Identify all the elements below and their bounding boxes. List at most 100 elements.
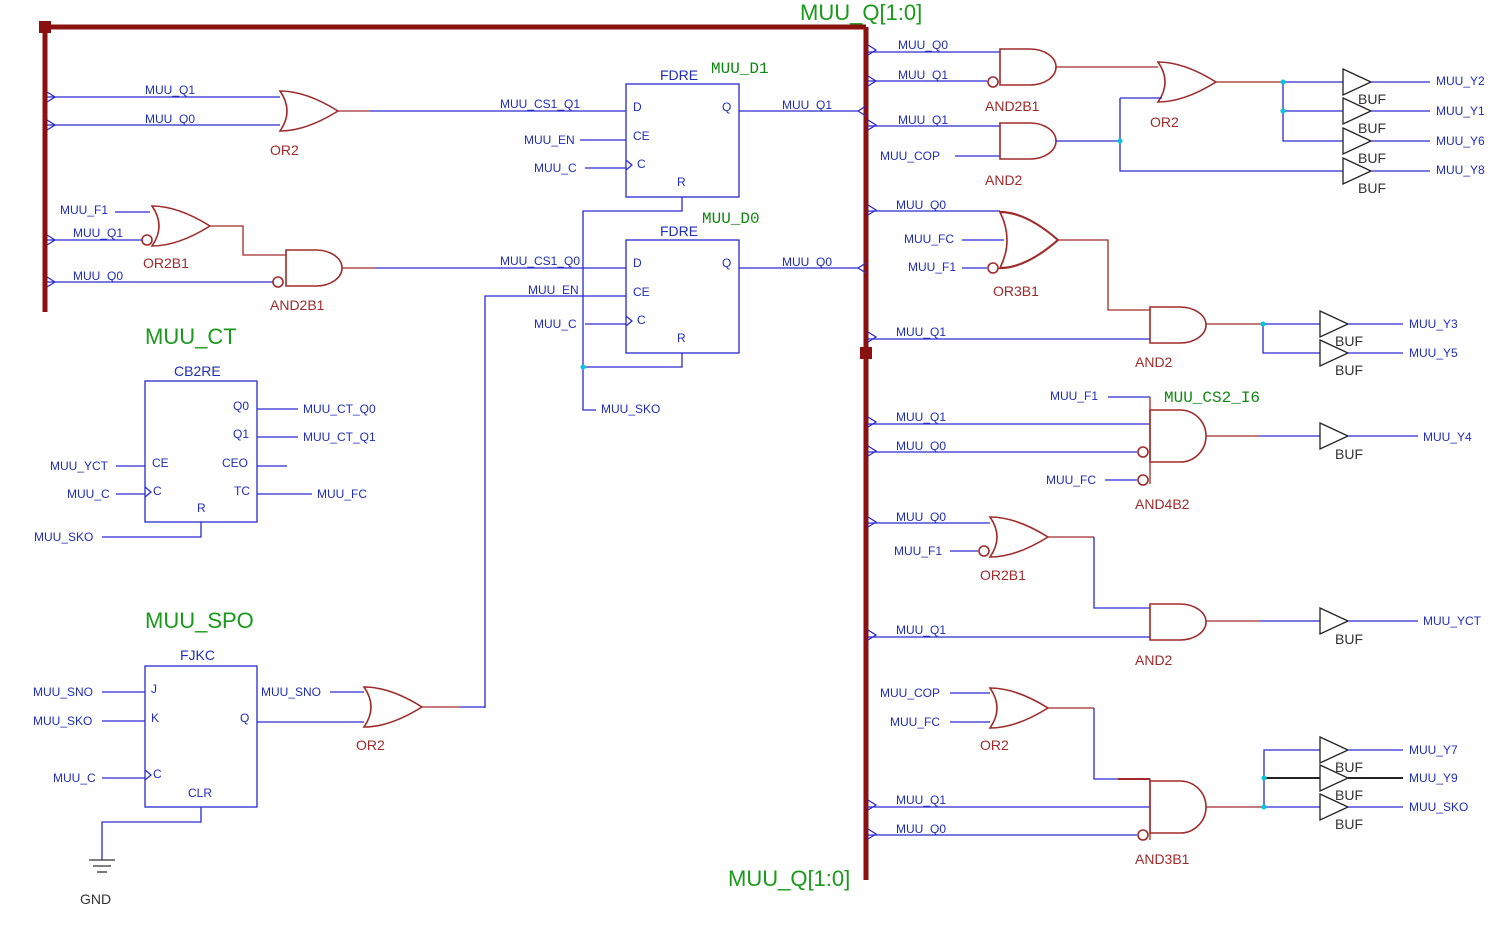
- pin-label: Q: [722, 256, 731, 270]
- net-label: MUU_SKO: [34, 530, 93, 544]
- net-label: MUU_EN: [524, 133, 575, 147]
- gate-label: OR2: [356, 737, 385, 753]
- group-yct: MUU_Q0 MUU_F1 OR2B1 MUU_Q1 AND2 BUF MUU_…: [867, 510, 1482, 668]
- output-label: MUU_Y8: [1436, 163, 1485, 177]
- output-label: MUU_Y3: [1409, 317, 1458, 331]
- net-label: MUU_F1: [908, 260, 956, 274]
- net-label: MUU_YCT: [50, 459, 109, 473]
- buf-label: BUF: [1335, 446, 1363, 462]
- instance-name: MUU_CT: [145, 324, 237, 349]
- pin-label: R: [677, 175, 686, 189]
- pin-label: K: [151, 711, 159, 725]
- pin-label: D: [633, 100, 642, 114]
- pin-label: CE: [633, 129, 650, 143]
- pin-label: R: [677, 331, 686, 345]
- pin-label: CE: [633, 285, 650, 299]
- net-label: MUU_C: [534, 317, 577, 331]
- net-label: MUU_Q0: [896, 198, 946, 212]
- net-label: MUU_CS1_Q1: [500, 97, 580, 111]
- group-y7-y9-sko: MUU_COP MUU_FC OR2 MUU_Q1 MUU_Q0 AND3B1 …: [867, 686, 1468, 867]
- net-label: MUU_SKO: [33, 714, 92, 728]
- net-label: MUU_CS1_Q0: [500, 254, 580, 268]
- net-label: MUU_Q1: [896, 793, 946, 807]
- net-label: MUU_F1: [60, 203, 108, 217]
- gate-label: AND3B1: [1135, 851, 1190, 867]
- gate-label: OR2: [980, 737, 1009, 753]
- net-label: MUU_Q1: [896, 623, 946, 637]
- bus-label-bottom: MUU_Q[1:0]: [728, 866, 850, 891]
- pin-label: C: [637, 157, 646, 171]
- gate-label: OR2: [270, 142, 299, 158]
- pin-label: J: [151, 682, 157, 696]
- net-label: MUU_SNO: [33, 685, 93, 699]
- or2-cs1-q1: MUU_Q1 MUU_Q0 OR2 MUU_CS1_Q1: [46, 83, 626, 158]
- fjkc-flipflop: MUU_SPO FJKC J K C CLR Q MUU_SNO MUU_SKO…: [33, 608, 485, 907]
- fdre-d1: FDRE MUU_D1 D CE C R Q MUU_EN MUU_C MUU_…: [524, 60, 867, 411]
- gate-label: AND2B1: [270, 297, 325, 313]
- pin-label: Q1: [233, 427, 249, 441]
- pin-label: TC: [234, 484, 250, 498]
- pin-label: D: [633, 256, 642, 270]
- bus-left: [39, 21, 866, 312]
- or2b1-and2b1: MUU_F1 MUU_Q1 OR2B1 MUU_Q0 AND2B1 MUU_CS…: [46, 203, 626, 313]
- net-label: MUU_COP: [880, 149, 940, 163]
- output-label: MUU_Y6: [1436, 134, 1485, 148]
- buf-label: BUF: [1335, 787, 1363, 803]
- bus-right: [860, 27, 872, 880]
- net-label: MUU_Q0: [896, 822, 946, 836]
- pin-label: CE: [152, 456, 169, 470]
- net-label: MUU_Q0: [896, 439, 946, 453]
- gate-label: OR2: [1150, 114, 1179, 130]
- pin-label: R: [197, 501, 206, 515]
- buf-label: BUF: [1335, 631, 1363, 647]
- pin-label: CLR: [188, 786, 212, 800]
- gate-label: AND2: [1135, 652, 1173, 668]
- pin-label: C: [153, 484, 162, 498]
- bus-label-top: MUU_Q[1:0]: [800, 0, 922, 25]
- net-label: MUU_Q1: [898, 113, 948, 127]
- cell-type: FDRE: [660, 223, 698, 239]
- gate-label: OR2B1: [143, 255, 189, 271]
- group-y2-y1-y6-y8: MUU_Q0 MUU_Q1 AND2B1 OR2 MUU_Q1 MUU_COP …: [867, 38, 1485, 196]
- net-label: MUU_Q0: [896, 510, 946, 524]
- net-label: MUU_F1: [894, 544, 942, 558]
- net-label: MUU_SNO: [261, 685, 321, 699]
- net-label: MUU_Q0: [145, 112, 195, 126]
- pin-label: C: [153, 767, 162, 781]
- gate-label: AND2: [1135, 354, 1173, 370]
- buf-label: BUF: [1358, 120, 1386, 136]
- group-y4: MUU_CS2_I6 MUU_F1 MUU_Q1 MUU_Q0 MUU_FC A…: [867, 389, 1472, 512]
- gate-label: AND4B2: [1135, 496, 1190, 512]
- instance-name: MUU_CS2_I6: [1164, 389, 1260, 407]
- gate-label: AND2: [985, 172, 1023, 188]
- pin-label: C: [637, 313, 646, 327]
- output-label: MUU_Y9: [1409, 771, 1458, 785]
- pin-label: Q: [240, 711, 249, 725]
- buf-label: BUF: [1335, 816, 1363, 832]
- buf-label: BUF: [1335, 759, 1363, 775]
- net-label: MUU_Q1: [896, 410, 946, 424]
- output-label: MUU_Y1: [1436, 104, 1485, 118]
- net-label: MUU_FC: [317, 487, 367, 501]
- net-label: MUU_EN: [528, 283, 579, 297]
- instance-name: MUU_SPO: [145, 608, 254, 633]
- cb2re-counter: MUU_CT CB2RE Q0 Q1 CEO TC CE C R MUU_CT_…: [34, 324, 376, 544]
- net-label: MUU_Q0: [898, 38, 948, 52]
- buf-label: BUF: [1335, 333, 1363, 349]
- net-label: MUU_F1: [1050, 389, 1098, 403]
- output-label: MUU_SKO: [1409, 800, 1468, 814]
- buf-label: BUF: [1358, 91, 1386, 107]
- output-label: MUU_Y2: [1436, 74, 1485, 88]
- net-label: MUU_CT_Q1: [303, 430, 376, 444]
- pin-label: Q: [722, 100, 731, 114]
- gate-label: OR3B1: [993, 283, 1039, 299]
- instance-name: MUU_D0: [702, 210, 760, 228]
- cell-type: FJKC: [180, 647, 215, 663]
- gate-label: AND2B1: [985, 98, 1040, 114]
- net-label: MUU_Q1: [73, 226, 123, 240]
- net-label: MUU_Q0: [782, 255, 832, 269]
- net-label: MUU_Q1: [145, 83, 195, 97]
- buf-label: BUF: [1358, 150, 1386, 166]
